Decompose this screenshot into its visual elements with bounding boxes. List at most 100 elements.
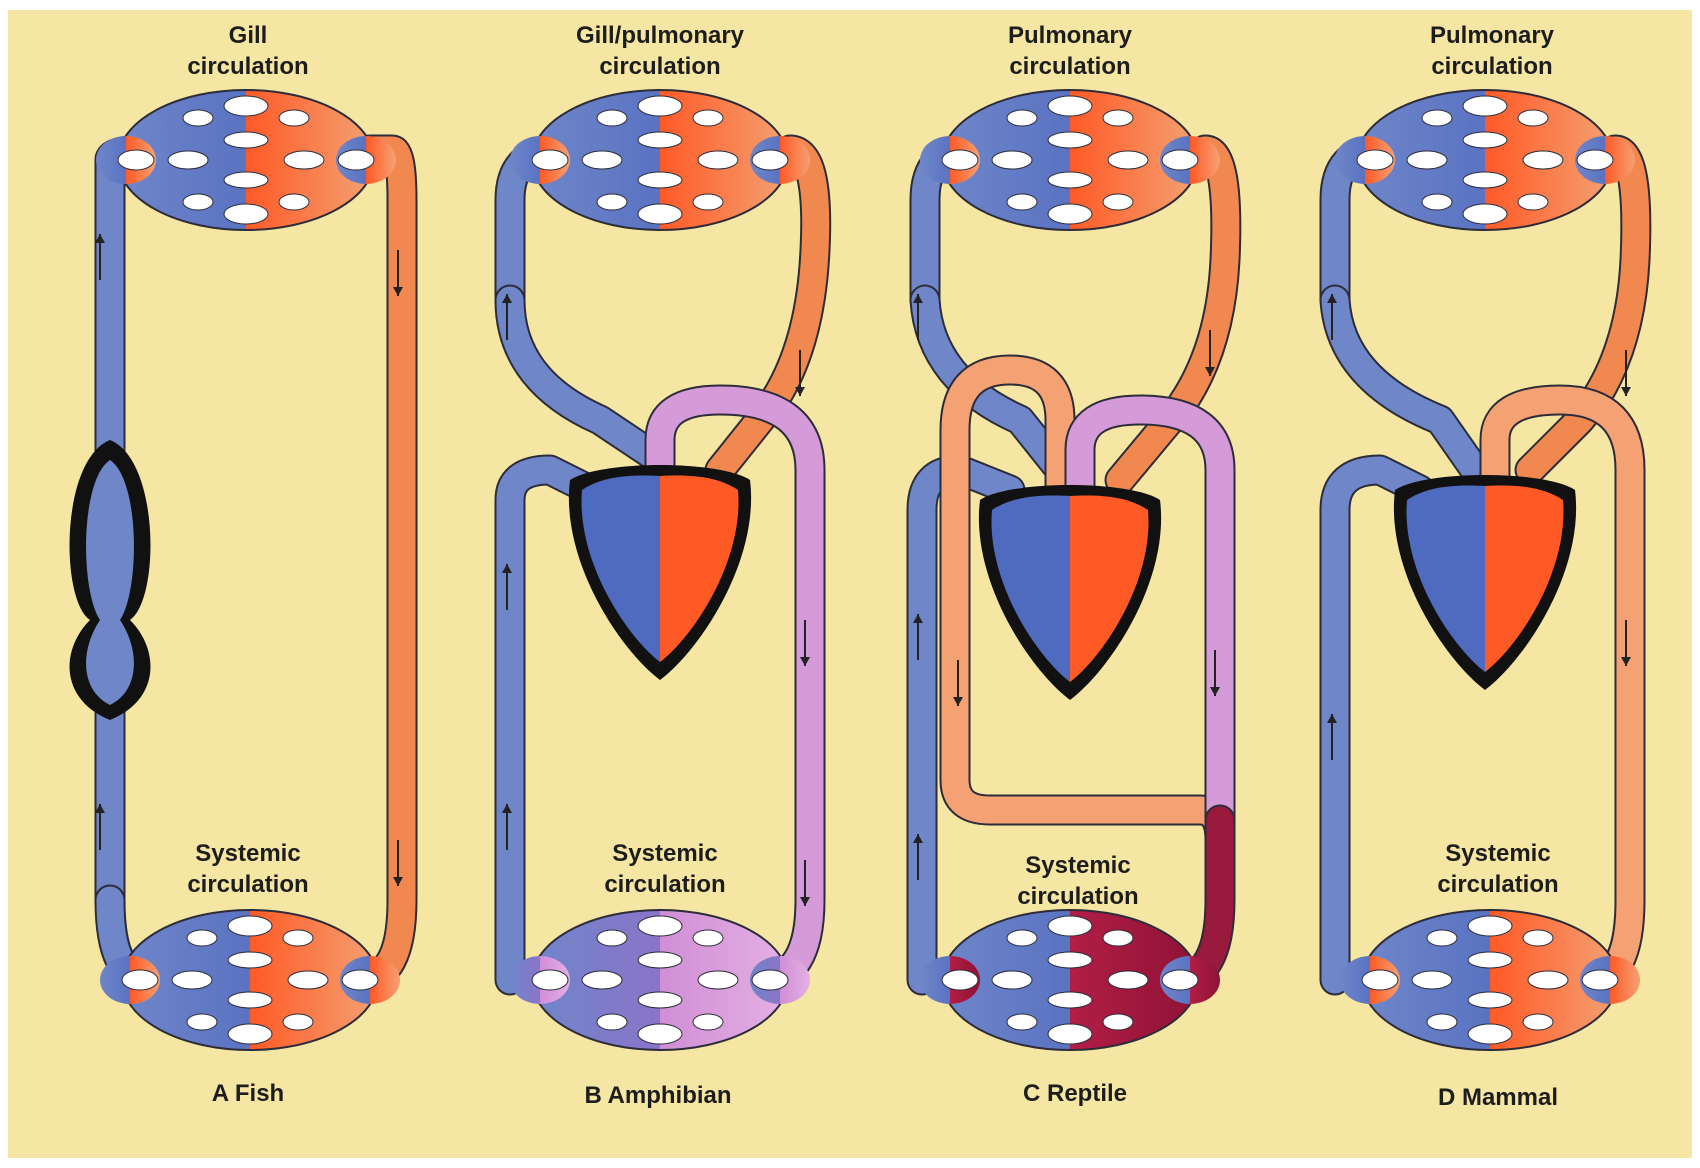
capillary-gap [1412, 971, 1452, 989]
capillary-gap [597, 110, 627, 126]
capillary-gap [1523, 930, 1553, 946]
capillary-gap [1422, 194, 1452, 210]
capillary-gap [638, 1024, 682, 1044]
capillary-gap [992, 151, 1032, 169]
capillary-gap [1427, 930, 1457, 946]
capillary-gap [638, 992, 682, 1008]
capillary-gap [693, 1014, 723, 1030]
capillary-gap [1048, 132, 1092, 148]
capillary-gap [172, 971, 212, 989]
capillary-gap [168, 151, 208, 169]
capillary-gap [1108, 151, 1148, 169]
amphibian-gill-capillary [510, 90, 810, 230]
panel-d-caption: D Mammal [1378, 1084, 1618, 1112]
capillary-gap [1528, 971, 1568, 989]
capillary-gap [1468, 916, 1512, 936]
capillary-gap [183, 194, 213, 210]
capillary-gap [284, 151, 324, 169]
panel-a-bottom-label: Systemic circulation [128, 838, 368, 900]
capillary-gap [1007, 194, 1037, 210]
capillary-gap [1162, 970, 1198, 990]
capillary-gap [1463, 172, 1507, 188]
capillary-gap [122, 970, 158, 990]
panel-b-top-label: Gill/pulmonary circulation [540, 20, 780, 82]
panel-mammal [1327, 90, 1640, 1050]
capillary-gap [1463, 96, 1507, 116]
reptile-heart [979, 485, 1161, 700]
panel-d-top-label: Pulmonary circulation [1372, 20, 1612, 82]
mammal-pulmonary-capillary [1335, 90, 1635, 230]
panel-c-top-label: Pulmonary circulation [950, 20, 1190, 82]
capillary-gap [582, 151, 622, 169]
capillary-gap [1422, 110, 1452, 126]
capillary-gap [224, 96, 268, 116]
capillary-gap [338, 150, 374, 170]
capillary-gap [752, 150, 788, 170]
capillary-gap [698, 971, 738, 989]
capillary-gap [1048, 952, 1092, 968]
mammal-systemic-capillary [1340, 910, 1640, 1050]
capillary-gap [1468, 1024, 1512, 1044]
capillary-gap [1048, 96, 1092, 116]
capillary-gap [228, 1024, 272, 1044]
capillary-gap [228, 952, 272, 968]
capillary-gap [1518, 110, 1548, 126]
flow-arrow-head [1621, 387, 1631, 396]
capillary-gap [1007, 110, 1037, 126]
capillary-gap [279, 110, 309, 126]
capillary-gap [1048, 992, 1092, 1008]
capillary-gap [582, 971, 622, 989]
capillary-gap [942, 150, 978, 170]
fish-systemic-capillary [100, 910, 400, 1050]
panel-a-caption: A Fish [128, 1080, 368, 1108]
capillary-gap [597, 930, 627, 946]
capillary-gap [1007, 930, 1037, 946]
capillary-gap [1048, 204, 1092, 224]
capillary-gap [638, 952, 682, 968]
capillary-gap [1407, 151, 1447, 169]
capillary-gap [693, 930, 723, 946]
panel-b-caption: B Amphibian [538, 1082, 778, 1110]
capillary-gap [1162, 150, 1198, 170]
capillary-gap [1103, 930, 1133, 946]
capillary-gap [693, 110, 723, 126]
capillary-gap [1048, 1024, 1092, 1044]
capillary-gap [283, 930, 313, 946]
capillary-gap [638, 132, 682, 148]
capillary-gap [1463, 204, 1507, 224]
capillary-gap [1103, 110, 1133, 126]
amphibian-heart [569, 465, 751, 680]
fish-gill-capillary [96, 90, 396, 230]
reptile-systemic-capillary [920, 910, 1220, 1050]
panel-fish [70, 90, 403, 1050]
capillary-gap [1427, 1014, 1457, 1030]
panel-c-bottom-label: Systemic circulation [958, 850, 1198, 912]
reptile-pulmonary-capillary [920, 90, 1220, 230]
capillary-gap [228, 992, 272, 1008]
capillary-gap [224, 172, 268, 188]
capillary-gap [1523, 1014, 1553, 1030]
capillary-gap [698, 151, 738, 169]
capillary-gap [228, 916, 272, 936]
capillary-gap [187, 930, 217, 946]
fish-heart-chambers [86, 460, 134, 705]
capillary-gap [597, 194, 627, 210]
capillary-gap [224, 204, 268, 224]
capillary-gap [187, 1014, 217, 1030]
capillary-gap [532, 970, 568, 990]
capillary-gap [1103, 194, 1133, 210]
capillary-gap [1468, 992, 1512, 1008]
capillary-gap [1108, 971, 1148, 989]
panel-d-bottom-label: Systemic circulation [1378, 838, 1618, 900]
capillary-gap [1577, 150, 1613, 170]
capillary-gap [1103, 1014, 1133, 1030]
capillary-gap [1357, 150, 1393, 170]
capillary-gap [1048, 916, 1092, 936]
capillary-gap [283, 1014, 313, 1030]
panel-a-top-label: Gill circulation [128, 20, 368, 82]
capillary-gap [1007, 1014, 1037, 1030]
capillary-gap [1518, 194, 1548, 210]
capillary-gap [183, 110, 213, 126]
panel-c-caption: C Reptile [955, 1080, 1195, 1108]
